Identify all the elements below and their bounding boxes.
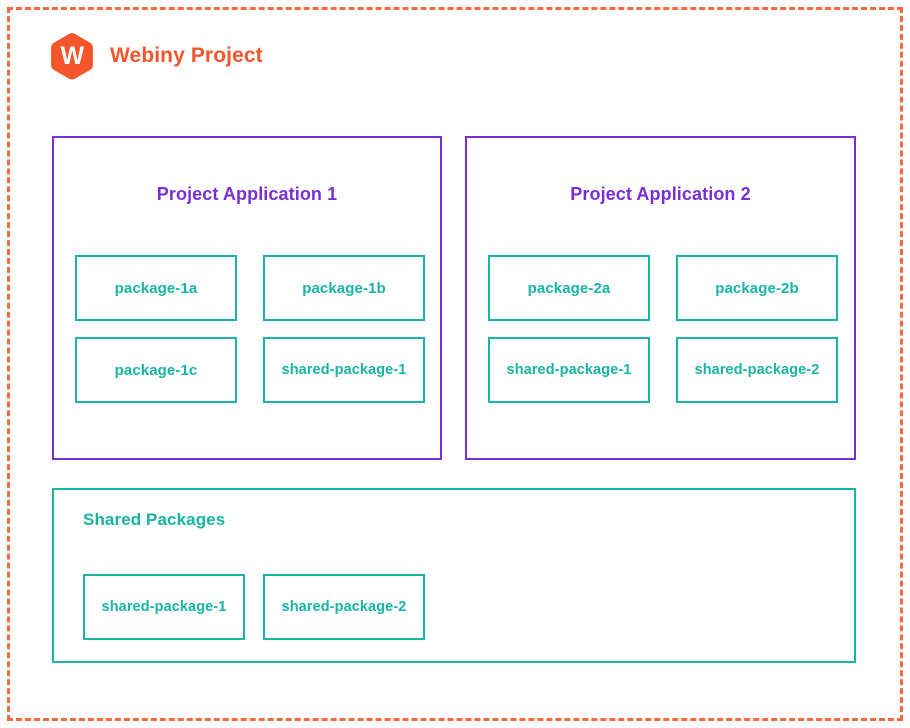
project-application-1-packages: package-1a package-1b package-1c shared-…	[75, 255, 440, 403]
package-box: shared-package-1	[263, 337, 425, 403]
package-box: shared-package-2	[676, 337, 838, 403]
page-title: Webiny Project	[110, 44, 263, 67]
project-application-1-title: Project Application 1	[156, 184, 338, 204]
webiny-hexagon-logo-icon: W	[48, 32, 96, 80]
package-box: package-2a	[488, 255, 650, 321]
package-box: package-2b	[676, 255, 838, 321]
project-header: W Webiny Project	[48, 32, 263, 80]
package-box: shared-package-1	[83, 574, 245, 640]
project-application-1-box: Project Application 1 package-1a package…	[52, 136, 442, 460]
project-boundary	[7, 7, 903, 721]
project-application-2-title: Project Application 2	[570, 184, 751, 204]
package-box: package-1c	[75, 337, 237, 403]
shared-packages-title: Shared Packages	[83, 510, 226, 529]
shared-packages-list: shared-package-1 shared-package-2	[83, 574, 425, 640]
project-application-2-packages: package-2a package-2b shared-package-1 s…	[488, 255, 854, 403]
package-box: shared-package-2	[263, 574, 425, 640]
shared-packages-box: Shared Packages shared-package-1 shared-…	[52, 488, 856, 663]
package-box: package-1b	[263, 255, 425, 321]
package-box: shared-package-1	[488, 337, 650, 403]
package-box: package-1a	[75, 255, 237, 321]
logo-letter: W	[60, 42, 84, 70]
project-application-2-box: Project Application 2 package-2a package…	[465, 136, 856, 460]
